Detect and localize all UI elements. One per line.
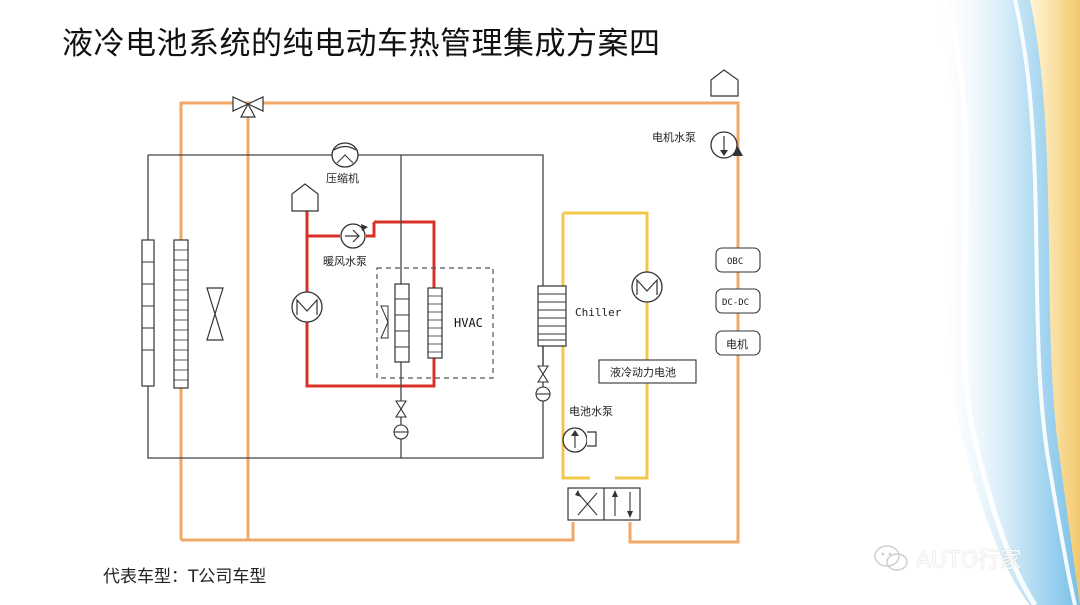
heater-core-icon [427,287,443,359]
dcdc-box [715,288,761,314]
chiller-expansion-valve-icon [535,365,551,402]
battery-pump-label: 电池水泵 [569,405,613,418]
motor-label: 电机 [726,337,748,351]
representative-vehicle-text: 代表车型：T公司车型 [103,567,267,587]
motor-pump-label: 电机水泵 [652,130,696,144]
heater-pump-icon [340,223,368,249]
cooling-fan-icon [206,287,224,341]
heater-coolant-loop [305,211,436,388]
compressor-icon [331,142,359,168]
heater-expansion-tank-icon [291,183,319,212]
hvac-expansion-valve-icon [393,400,409,440]
heater-pump-label: 暖风水泵 [323,255,367,268]
three-way-valve-icon [232,96,264,118]
motor-pump-icon [710,131,743,159]
chiller-icon [537,285,567,347]
obc-box [715,247,761,273]
battery-pack-box [598,359,697,384]
watermark-text: AUTO行家 [916,548,1022,573]
hvac-blower-icon [380,305,389,339]
chiller-label: Chiller [575,306,622,319]
slide-title: 液冷电池系统的纯电动车热管理集成方案四 [62,26,661,62]
four-way-valve-icon [567,487,641,521]
battery-ptc-heater-icon [631,271,663,303]
hvac-box [376,267,494,379]
obc-label: OBC [727,257,743,267]
condenser-icon [141,239,155,387]
battery-pack-label: 液冷动力电池 [610,365,676,379]
motor-coolant-loop [179,101,740,544]
battery-coolant-loop [561,211,649,480]
evaporator-icon [394,283,410,363]
motor-box [715,330,761,356]
hvac-label: HVAC [454,316,483,330]
refrigerant-loop [147,154,544,459]
battery-pump-icon [562,427,597,453]
watermark: AUTO行家 [872,538,1022,578]
ptc-heater-icon [291,291,323,323]
compressor-label: 压缩机 [326,171,359,185]
wechat-icon [874,545,908,571]
dcdc-label: DC-DC [722,298,749,308]
radiator-icon [173,239,189,389]
motor-expansion-tank-icon [710,69,739,97]
